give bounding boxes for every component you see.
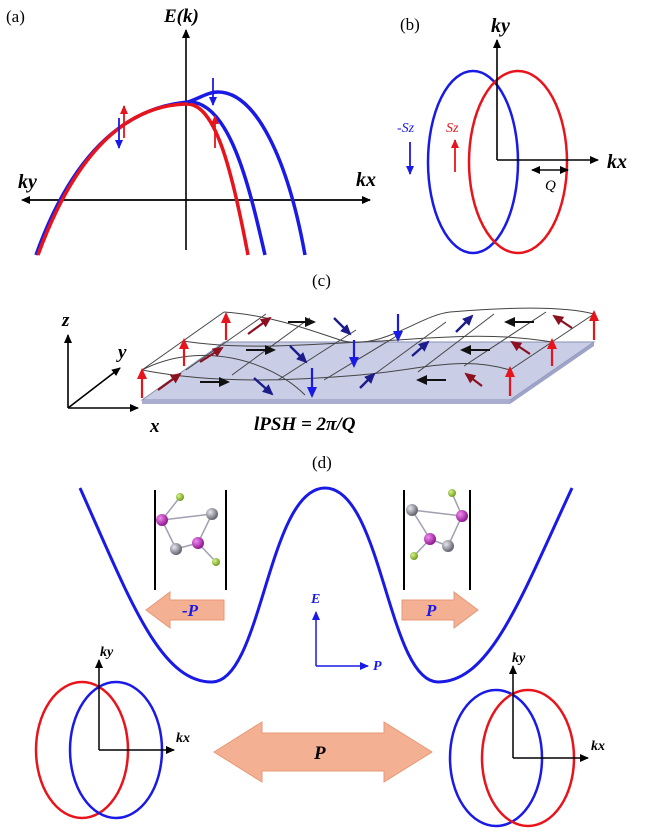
a-band-right-blue — [187, 90, 307, 256]
panel-a-label: (a) — [6, 7, 25, 26]
d-minus-p-arrow — [145, 591, 225, 629]
c-arrow-darkred-1 — [157, 372, 182, 391]
c-spin-texture-lines — [141, 307, 595, 396]
c-arrow-navy-1 — [253, 377, 274, 396]
d-right-molecule — [406, 489, 468, 560]
panel-c: (c) z y x — [61, 271, 599, 437]
c-y-axis — [67, 367, 121, 409]
d-right-ky-label: ky — [512, 651, 526, 666]
a-band-red — [36, 102, 250, 256]
d-p-arrow — [401, 591, 479, 629]
c-slab-edge-side — [510, 342, 594, 404]
d-right-kx-label: kx — [591, 739, 605, 754]
panel-c-label: (c) — [312, 271, 331, 290]
b-ky-label: ky — [491, 15, 510, 37]
c-slab-edge-front — [142, 400, 510, 404]
d-left-molecule — [156, 493, 220, 566]
panel-d: (d) — [34, 453, 605, 828]
d-big-p-label: P — [313, 743, 326, 764]
c-arrow-darkred-6 — [552, 314, 573, 329]
panel-a: (a) E(k) kx ky — [6, 6, 376, 256]
c-formula: lPSH = 2π/Q — [254, 414, 356, 435]
b-red-ellipse — [467, 69, 569, 255]
c-arrow-darkred-5 — [247, 316, 272, 335]
c-z-label: z — [61, 310, 70, 331]
a-kx-label: kx — [356, 169, 376, 191]
c-arrow-darkred-2 — [464, 372, 483, 387]
b-blue-ellipse — [426, 69, 520, 255]
d-p-label: P — [425, 601, 437, 620]
panel-b-label: (b) — [400, 15, 420, 34]
b-kx-label: kx — [607, 151, 627, 173]
b-sz-label: Sz — [446, 121, 459, 136]
c-y-label: y — [116, 342, 127, 363]
c-x-label: x — [149, 416, 160, 437]
c-arrow-darkred-3 — [199, 346, 224, 363]
d-big-p-arrow — [213, 721, 433, 783]
c-arrow-navy-3 — [289, 345, 308, 364]
c-arrow-navy-4 — [411, 340, 430, 357]
c-arrow-darkred-4 — [510, 340, 531, 355]
d-p-axis-label: P — [373, 659, 382, 674]
c-arrow-navy-5 — [333, 317, 352, 336]
a-energy-axis-label: E(k) — [163, 6, 199, 27]
c-arrow-navy-6 — [455, 314, 474, 333]
b-q-label: Q — [545, 178, 556, 194]
d-left-kx-label: kx — [176, 731, 190, 746]
d-double-well-curve — [78, 486, 574, 684]
d-e-axis-label: E — [310, 592, 320, 607]
panel-d-label: (d) — [312, 453, 332, 472]
d-left-ky-label: ky — [100, 645, 114, 660]
a-ky-label: ky — [18, 171, 37, 193]
d-minus-p-label: -P — [182, 601, 199, 620]
panel-b: (b) ky kx -Sz Sz Q — [397, 15, 627, 255]
b-minus-sz-label: -Sz — [397, 121, 415, 136]
c-arrow-navy-2 — [359, 372, 376, 389]
